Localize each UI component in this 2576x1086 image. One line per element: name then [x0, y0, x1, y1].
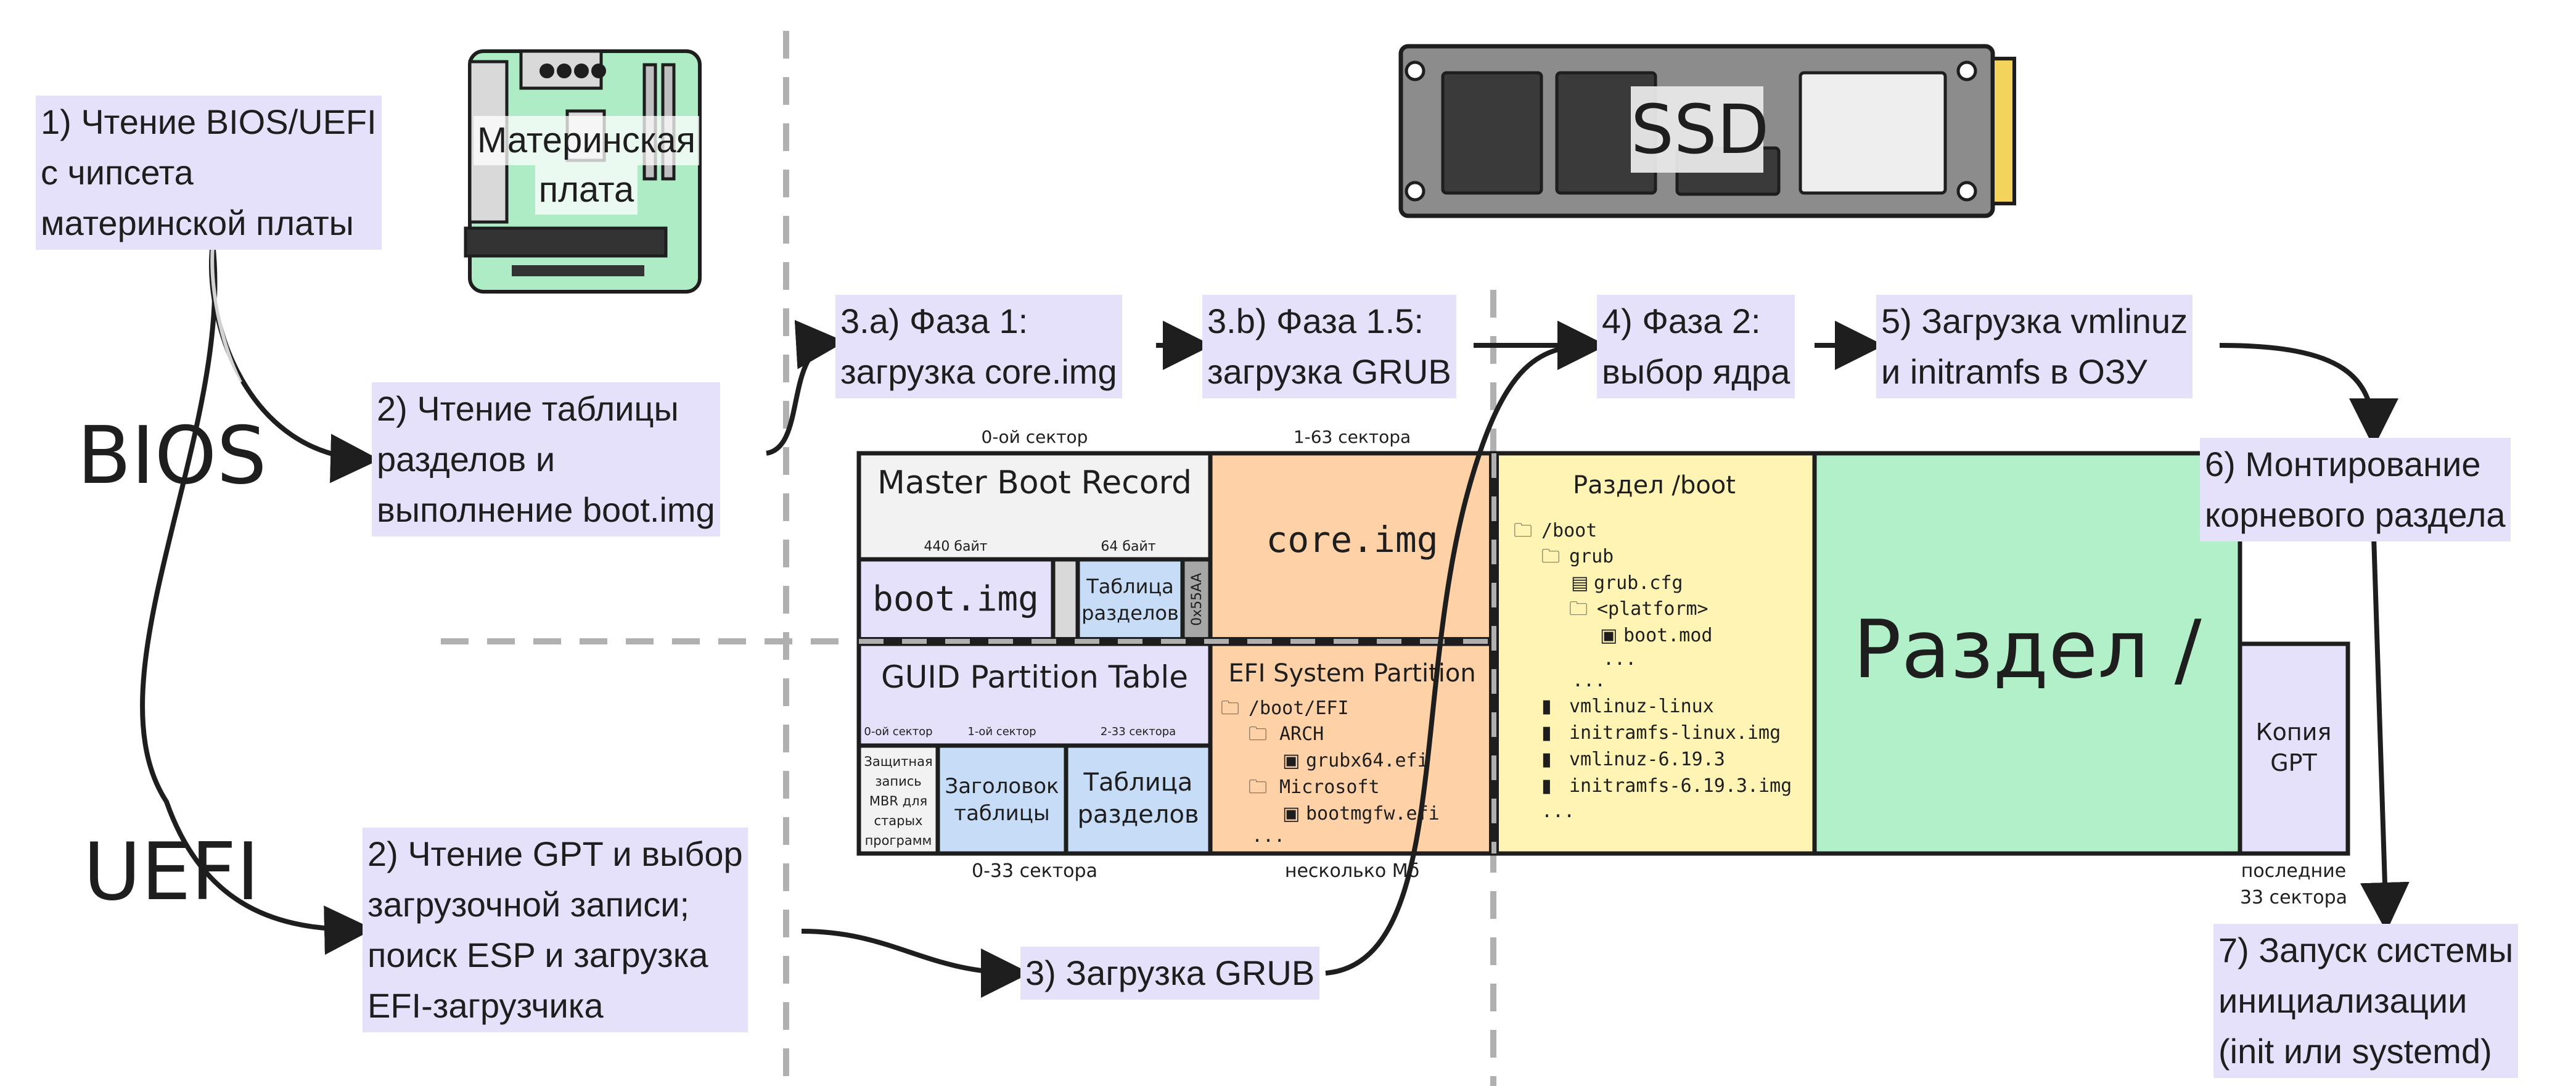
ssd-icon — [1398, 44, 2016, 218]
step1-line2: с чипсета — [41, 153, 194, 192]
step2-bios-line2: разделов и — [377, 440, 556, 479]
step3a-line2: загрузка core.img — [840, 352, 1117, 391]
step3b-line2: загрузка GRUB — [1207, 352, 1451, 391]
step4-label: 4) Фаза 2: выбор ядра — [1597, 295, 1795, 398]
step3b-line1: 3.b) Фаза 1.5: — [1207, 302, 1424, 340]
step3a-line1: 3.a) Фаза 1: — [840, 302, 1028, 340]
step1-line3: материнской платы — [41, 204, 354, 242]
step2-uefi-line1: 2) Чтение GPT и выбор — [367, 834, 743, 873]
step1-label: 1) Чтение BIOS/UEFI с чипсета материнско… — [36, 96, 382, 250]
step2-bios-line3: выполнение boot.img — [377, 490, 715, 529]
step2-uefi-line4: EFI-загрузчика — [367, 986, 604, 1025]
step7-line2: инициализации — [2218, 981, 2467, 1020]
uefi-label: UEFI — [83, 826, 260, 918]
motherboard-label: Материнская плата — [472, 116, 701, 215]
flow-arrows — [140, 243, 2410, 998]
step6-label: 6) Монтирование корневого раздела — [2200, 438, 2511, 541]
step4-line2: выбор ядра — [1602, 352, 1790, 391]
disk-separators — [859, 453, 1499, 854]
step6-line1: 6) Монтирование — [2205, 445, 2481, 483]
step5-line1: 5) Загрузка vmlinuz — [1881, 302, 2188, 340]
step3b-label: 3.b) Фаза 1.5: загрузка GRUB — [1202, 295, 1456, 398]
step2-bios-line1: 2) Чтение таблицы — [377, 389, 679, 428]
step3-uefi-label: 3) Загрузка GRUB — [1020, 947, 1320, 1000]
step7-line1: 7) Запуск системы — [2218, 931, 2514, 969]
disk-layout — [856, 451, 2350, 856]
step5-label: 5) Загрузка vmlinuz и initramfs в ОЗУ — [1876, 295, 2193, 398]
step2-uefi-line2: загрузочной записи; — [367, 885, 690, 924]
motherboard-label-line2: плата — [535, 165, 638, 215]
step2-uefi-line3: поиск ESP и загрузка — [367, 936, 708, 974]
step5-line2: и initramfs в ОЗУ — [1881, 352, 2147, 391]
step1-line1: 1) Чтение BIOS/UEFI — [41, 102, 377, 141]
step6-line2: корневого раздела — [2205, 495, 2506, 534]
bios-label: BIOS — [77, 410, 267, 502]
step7-line3: (init или systemd) — [2218, 1032, 2492, 1071]
step2-bios-label: 2) Чтение таблицы разделов и выполнение … — [372, 382, 720, 537]
motherboard-label-line1: Материнская — [473, 116, 700, 165]
step7-label: 7) Запуск системы инициализации (init ил… — [2213, 924, 2519, 1078]
step2-uefi-label: 2) Чтение GPT и выбор загрузочной записи… — [363, 828, 748, 1032]
step3a-label: 3.a) Фаза 1: загрузка core.img — [835, 295, 1122, 398]
step4-line1: 4) Фаза 2: — [1602, 302, 1761, 340]
ssd-label: SSD — [1631, 90, 1770, 169]
arrow-highlights — [183, 246, 242, 728]
